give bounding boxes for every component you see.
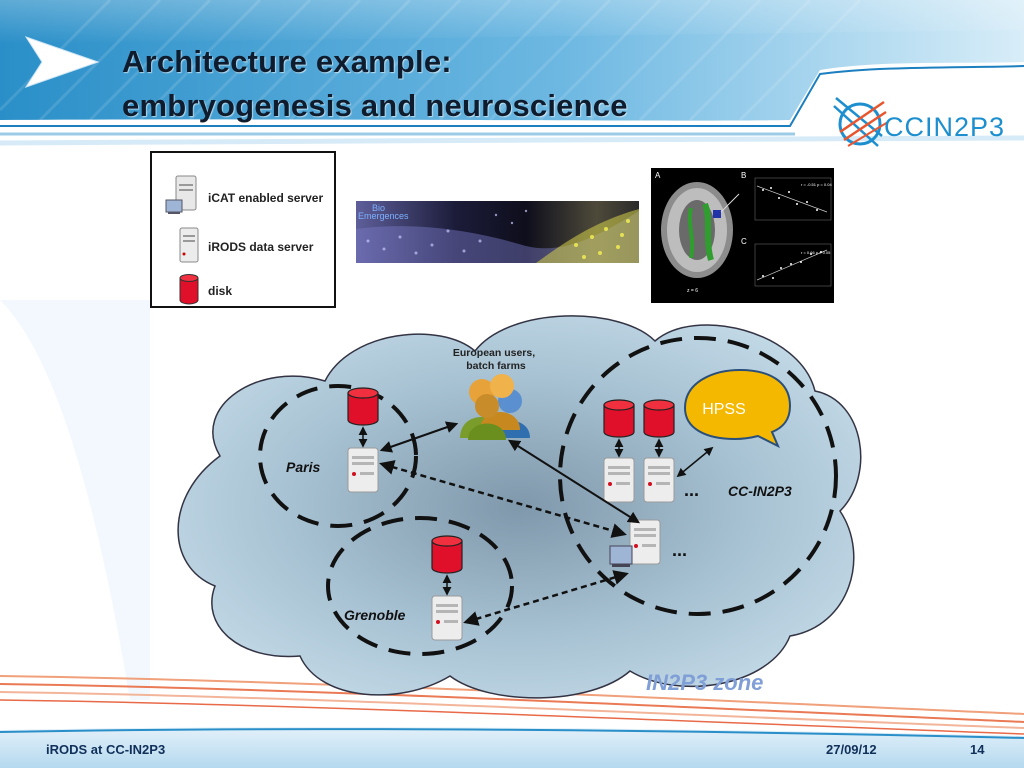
brain-plot-b-stats: r = -0.51 p = 0.04: [801, 182, 832, 187]
disk-icon: [179, 274, 199, 305]
users-label-line1: European users,: [453, 347, 535, 359]
grenoble-disk-icon: [431, 535, 463, 574]
ccin2p3-logo-text: CCIN2P3: [884, 112, 1006, 142]
paris-label: Paris: [286, 459, 320, 475]
paris-users-link: [379, 421, 459, 453]
brain-panel-c-label: C: [741, 237, 747, 246]
grenoble-label: Grenoble: [344, 607, 406, 623]
icat-servers-ellipsis: ...: [672, 540, 687, 560]
ccin2p3-server1-icon: [603, 457, 635, 503]
icat-server-main-icon: [609, 519, 661, 567]
ccin2p3-servers-ellipsis: ...: [684, 480, 699, 500]
footer-title: iRODS at CC-IN2P3: [46, 742, 166, 757]
footer-date: 27/09/12: [826, 742, 877, 757]
legend-label-icat: iCAT enabled server: [208, 191, 324, 205]
ccin2p3-server2-icon: [643, 457, 675, 503]
paris-disk-icon: [347, 387, 379, 426]
slide-title-line1: Architecture example:: [122, 44, 452, 79]
users-label-line2: batch farms: [466, 360, 526, 372]
brain-panel-a-label: A: [655, 171, 661, 180]
bioemergences-image: Bio Emergences: [356, 201, 639, 263]
bio-brand-part2: Emergences: [358, 211, 409, 221]
brain-panel-b-label: B: [741, 171, 746, 180]
grenoble-server-icon: [431, 595, 463, 641]
brain-plot-c-stats: r = 0.66 p = 0.05: [801, 250, 831, 255]
legend-label-irods: iRODS data server: [208, 240, 314, 254]
paris-site-boundary: [258, 384, 418, 528]
hpss-label: HPSS: [702, 401, 746, 418]
users-group-icon: [460, 374, 530, 440]
footer-page-number: 14: [970, 742, 985, 757]
legend-box: iCAT enabled server iRODS data server di…: [150, 151, 336, 308]
ccin2p3-logo-icon: [833, 97, 889, 147]
ccin2p3-site-boundary: [558, 336, 838, 616]
paris-ccin2p3-link: [379, 460, 627, 538]
ccin2p3-label: CC-IN2P3: [728, 483, 792, 499]
irods-server-icon: [179, 227, 199, 263]
ccin2p3-disk2-icon: [643, 399, 675, 438]
in2p3-zone-label: IN2P3 zone: [646, 670, 763, 695]
ccin2p3-disk1-icon: [603, 399, 635, 438]
grenoble-ccin2p3-link: [463, 570, 629, 626]
brain-slice-label: z = 6: [687, 288, 698, 294]
legend-label-disk: disk: [208, 284, 233, 298]
hpss-storage-bubble: [683, 368, 792, 449]
bio-brand-part1: Bio: [372, 203, 385, 213]
slide-arrow-logo: [24, 36, 100, 88]
architecture-diagram: Paris Grenoble European users, batch far…: [177, 315, 862, 699]
icat-server-icon: [165, 175, 197, 214]
slide-title-line2: embryogenesis and neuroscience: [122, 88, 628, 123]
paris-server-icon: [347, 447, 379, 493]
brain-mri-image: A z = 6 B r = -0.51 p = 0.04 C r = 0.66 …: [651, 168, 834, 303]
